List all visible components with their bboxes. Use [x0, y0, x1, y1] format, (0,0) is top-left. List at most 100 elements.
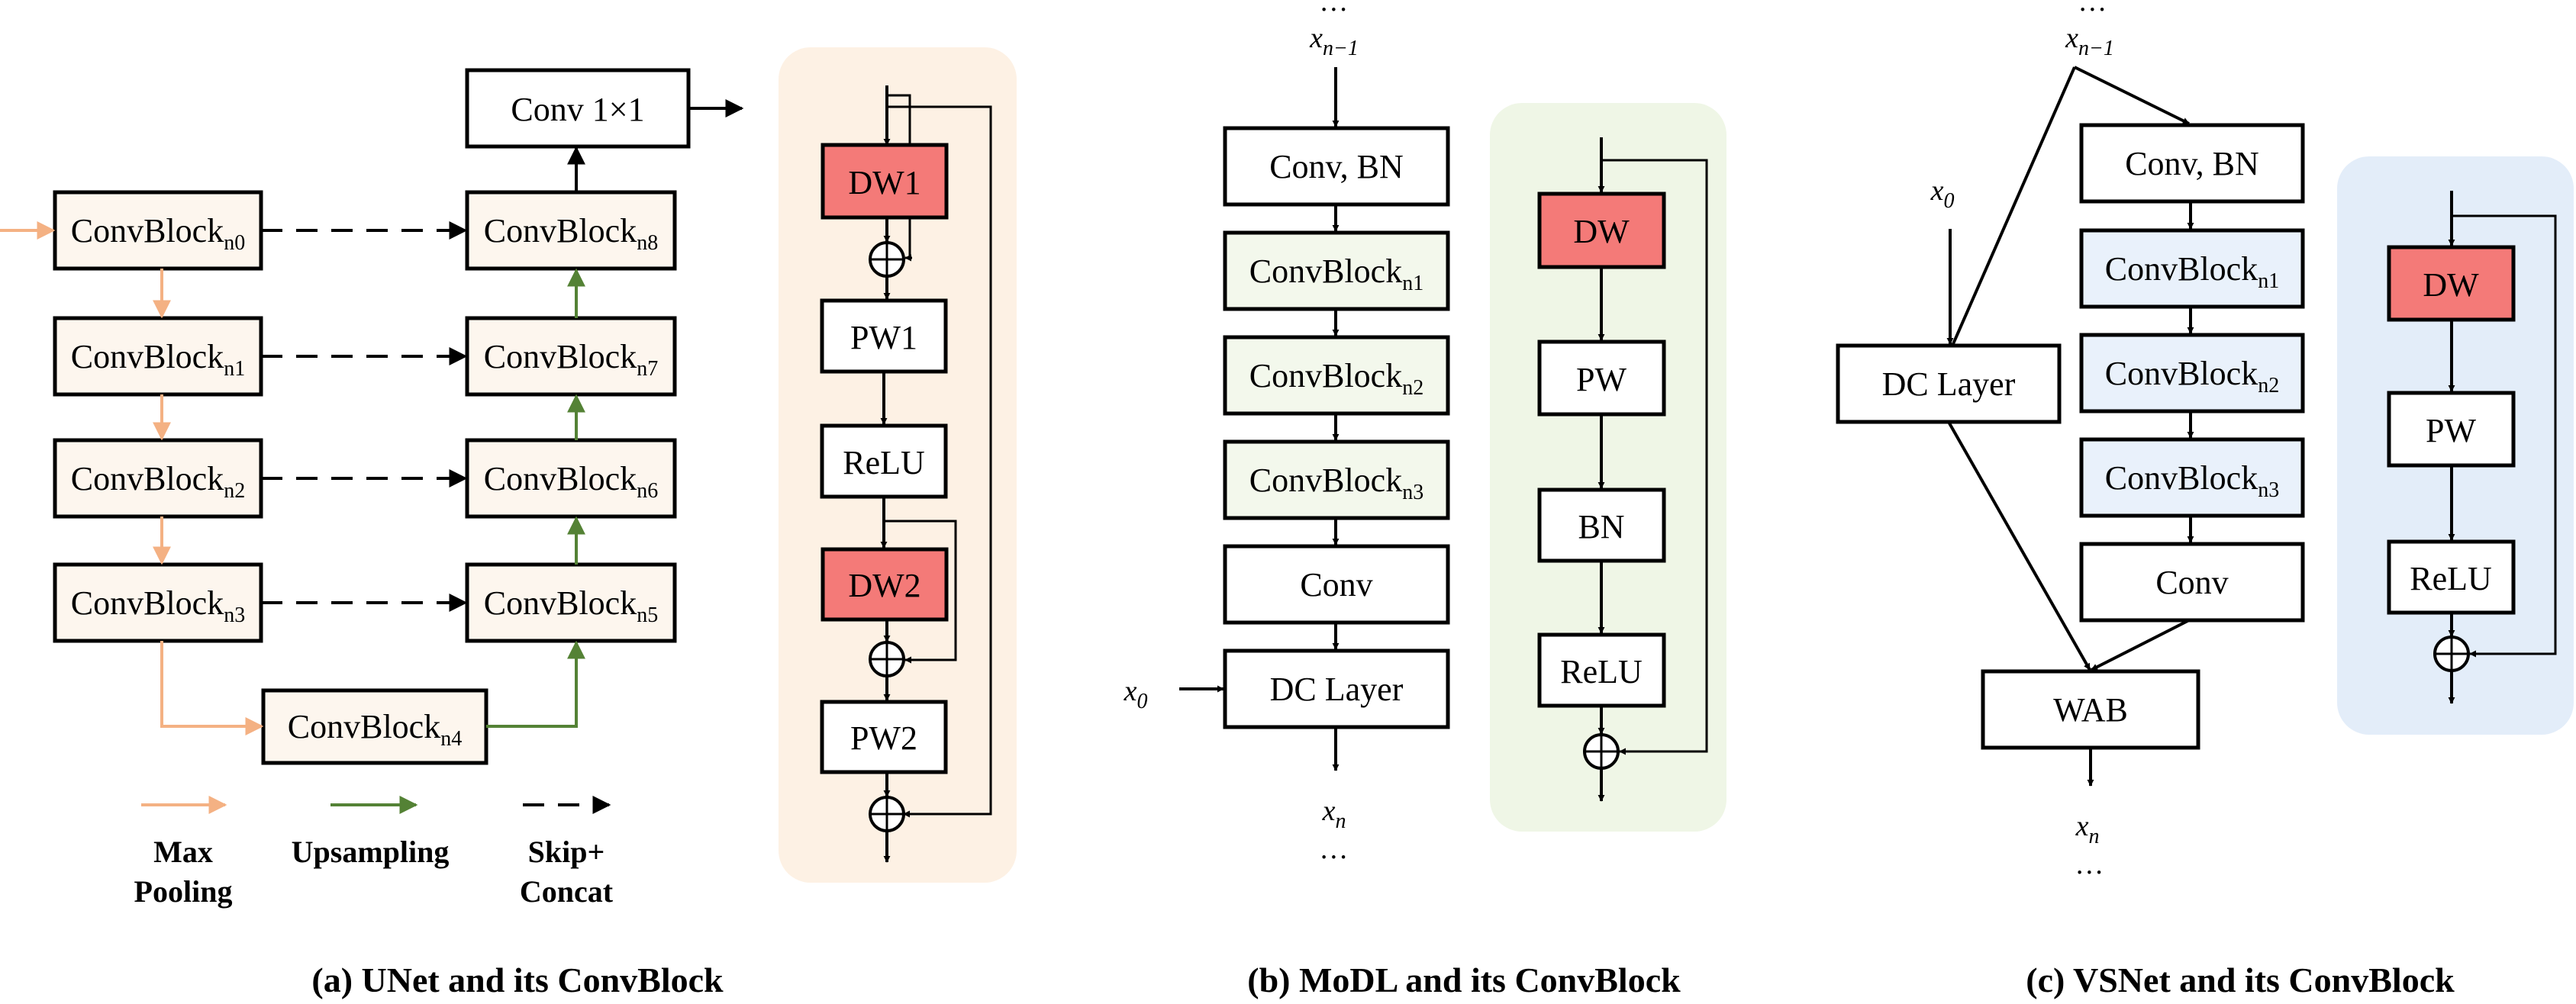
- vsnet-convblock-n3: ConvBlockn3: [2079, 437, 2305, 518]
- block-sub: n1: [224, 357, 245, 381]
- block-label: ConvBlock: [484, 212, 637, 249]
- modl-pw-box: [1537, 339, 1666, 417]
- block-label: ConvBlock: [71, 338, 224, 375]
- unet-add-node-2: [869, 641, 905, 677]
- vsnet-panel: … xn−1 x0 DC Layer Conv, BN ConvBlockn1 …: [1836, 0, 2574, 999]
- vsnet-dc-layer-label: DC Layer: [1882, 365, 2016, 403]
- unet-dw2-box: [821, 547, 949, 622]
- unet-add-node-3: [869, 796, 905, 832]
- svg-text:ConvBlockn8: ConvBlockn8: [484, 212, 658, 255]
- unet-conv1x1-label: Conv 1×1: [511, 91, 644, 128]
- modl-bn-label: BN: [1578, 508, 1624, 545]
- vsnet-bottom-dots: …: [2077, 848, 2103, 880]
- legend-maxpool-label: Max: [153, 835, 213, 869]
- vsnet-pw-box: [2387, 391, 2516, 468]
- svg-text:ConvBlockn7: ConvBlockn7: [484, 338, 658, 381]
- vsnet-convblock-detail: DW PW ReLU: [2337, 156, 2574, 735]
- block-sub: n5: [637, 603, 658, 627]
- unet-pw2-box: [820, 700, 948, 774]
- svg-text:ConvBlockn1: ConvBlockn1: [71, 338, 245, 381]
- modl-bn-box: [1537, 488, 1666, 563]
- modl-add-node: [1583, 733, 1620, 770]
- unet-decoder-block-n6: ConvBlockn6: [465, 438, 677, 519]
- vsnet-conv-bn-box: [2079, 123, 2305, 204]
- vsnet-relu-box: [2387, 539, 2516, 615]
- svg-text:ConvBlockn6: ConvBlockn6: [484, 460, 658, 503]
- block-label: ConvBlock: [71, 584, 224, 622]
- svg-text:ConvBlockn0: ConvBlockn0: [71, 212, 245, 255]
- block-sub: n6: [637, 479, 658, 503]
- vsnet-pw-label: PW: [2426, 412, 2476, 449]
- vsnet-conv-label: Conv: [2155, 564, 2228, 601]
- vsnet-dw-box: [2387, 245, 2516, 322]
- modl-convblock-n2: ConvBlockn2: [1223, 335, 1450, 416]
- unet-bottom-block-n4: ConvBlockn4: [261, 688, 488, 765]
- vsnet-top-dots: …: [2080, 0, 2106, 18]
- modl-pw-label: PW: [1576, 361, 1627, 398]
- unet-conv1x1-box: [465, 68, 691, 149]
- unet-add-node-1: [869, 241, 905, 278]
- block-label: ConvBlock: [484, 584, 637, 622]
- svg-text:ConvBlockn3: ConvBlockn3: [71, 584, 245, 627]
- vsnet-wab-label: WAB: [2053, 691, 2128, 729]
- modl-convblock-n1: ConvBlockn1: [1223, 230, 1450, 311]
- svg-text:ConvBlockn3: ConvBlockn3: [2105, 459, 2279, 502]
- vsnet-dw-label: DW: [2423, 266, 2479, 304]
- modl-convblock-detail: DW PW BN ReLU: [1490, 103, 1726, 832]
- unet-pw1-label: PW1: [850, 319, 917, 356]
- vsnet-x0-label: x0: [1930, 175, 1955, 213]
- unet-legend: Max Pooling Upsampling Skip+ Concat: [134, 796, 614, 909]
- modl-bottom-dots: …: [1321, 833, 1347, 865]
- unet-dw1-box: [821, 143, 949, 220]
- block-sub: n4: [440, 727, 462, 751]
- svg-text:ConvBlockn1: ConvBlockn1: [2105, 250, 2279, 293]
- unet-relu-box: [820, 423, 948, 499]
- vsnet-input-label: xn−1: [2065, 22, 2114, 60]
- vsnet-caption: (c) VSNet and its ConvBlock: [2026, 961, 2455, 999]
- modl-dc-layer-label: DC Layer: [1270, 671, 1404, 708]
- vsnet-conv-bn-label: Conv, BN: [2125, 145, 2259, 182]
- vsnet-conv-box: [2079, 542, 2305, 623]
- unet-decoder-block-n8: ConvBlockn8: [465, 190, 677, 271]
- unet-encoder-block-n0: ConvBlockn0: [53, 190, 263, 271]
- unet-relu-label: ReLU: [843, 444, 925, 481]
- unet-convblock-detail: DW1 PW1 ReLU DW2: [779, 47, 1017, 883]
- vsnet-wab-box: [1981, 669, 2200, 750]
- modl-relu-box: [1537, 632, 1666, 708]
- modl-caption: (b) MoDL and its ConvBlock: [1247, 961, 1681, 999]
- unet-maxpool-arrow: [160, 641, 264, 735]
- vsnet-relu-label: ReLU: [2410, 560, 2492, 597]
- unet-caption: (a) UNet and its ConvBlock: [311, 961, 724, 999]
- svg-text:ConvBlockn2: ConvBlockn2: [71, 460, 245, 503]
- block-sub: n8: [637, 231, 658, 255]
- unet-upsample-arrow: [486, 640, 585, 728]
- unet-encoder-block-n1: ConvBlockn1: [53, 316, 263, 397]
- legend-skip-label: Concat: [520, 874, 614, 909]
- block-sub: n3: [224, 603, 245, 627]
- svg-text:ConvBlockn5: ConvBlockn5: [484, 584, 658, 627]
- modl-dw-label: DW: [1573, 213, 1630, 250]
- unet-decoder-block-n7: ConvBlockn7: [465, 316, 677, 397]
- block-label: ConvBlock: [484, 460, 637, 497]
- svg-text:ConvBlockn2: ConvBlockn2: [1249, 357, 1423, 400]
- unet-decoder-block-n5: ConvBlockn5: [465, 562, 677, 643]
- modl-panel: … xn−1 Conv, BN ConvBlockn1 ConvBlockn2 …: [1124, 0, 1726, 999]
- svg-text:ConvBlockn4: ConvBlockn4: [288, 708, 462, 751]
- modl-top-dots: …: [1321, 0, 1347, 18]
- modl-convblock-n3: ConvBlockn3: [1223, 439, 1450, 520]
- vsnet-convblock-n2: ConvBlockn2: [2079, 333, 2305, 414]
- block-label: ConvBlock: [71, 460, 224, 497]
- vsnet-convblock-n1: ConvBlockn1: [2079, 228, 2305, 309]
- block-sub: n0: [224, 231, 245, 255]
- block-label: ConvBlock: [71, 212, 224, 249]
- legend-upsample-label: Upsampling: [292, 835, 450, 869]
- modl-conv-box: [1223, 544, 1450, 625]
- modl-output-label: xn: [1322, 795, 1346, 833]
- unet-encoder-block-n2: ConvBlockn2: [53, 438, 263, 519]
- vsnet-add-node: [2433, 636, 2470, 672]
- modl-conv-label: Conv: [1300, 566, 1372, 603]
- modl-x0-label: x0: [1124, 675, 1148, 713]
- modl-input-label: xn−1: [1309, 22, 1359, 60]
- block-label: ConvBlock: [484, 338, 637, 375]
